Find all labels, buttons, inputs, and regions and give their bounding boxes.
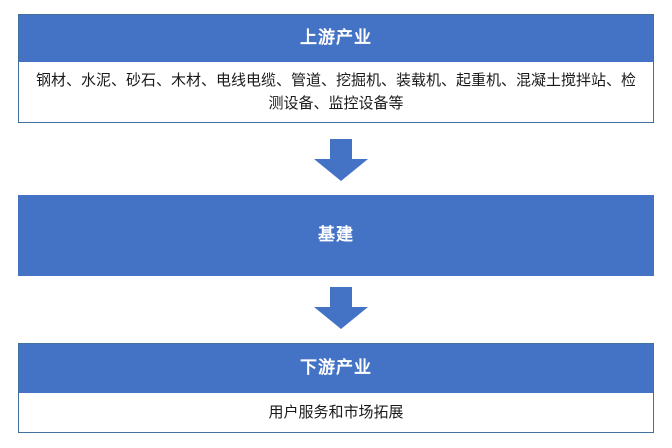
arrow-down-icon [314, 139, 368, 181]
arrow-down-icon [314, 287, 368, 329]
node-downstream-body: 用户服务和市场拓展 [268, 403, 404, 421]
node-downstream-header: 下游产业 [19, 344, 653, 393]
node-downstream: 下游产业 用户服务和市场拓展 [18, 343, 654, 433]
node-infrastructure: 基建 [18, 195, 654, 276]
node-upstream-header: 上游产业 [19, 15, 653, 62]
node-upstream-body: 钢材、水泥、砂石、木材、电线电缆、管道、挖掘机、装载机、起重机、混凝土搅拌站、检… [35, 71, 636, 112]
node-infrastructure-header: 基建 [18, 195, 654, 276]
node-upstream: 上游产业 钢材、水泥、砂石、木材、电线电缆、管道、挖掘机、装载机、起重机、混凝土… [18, 14, 654, 123]
